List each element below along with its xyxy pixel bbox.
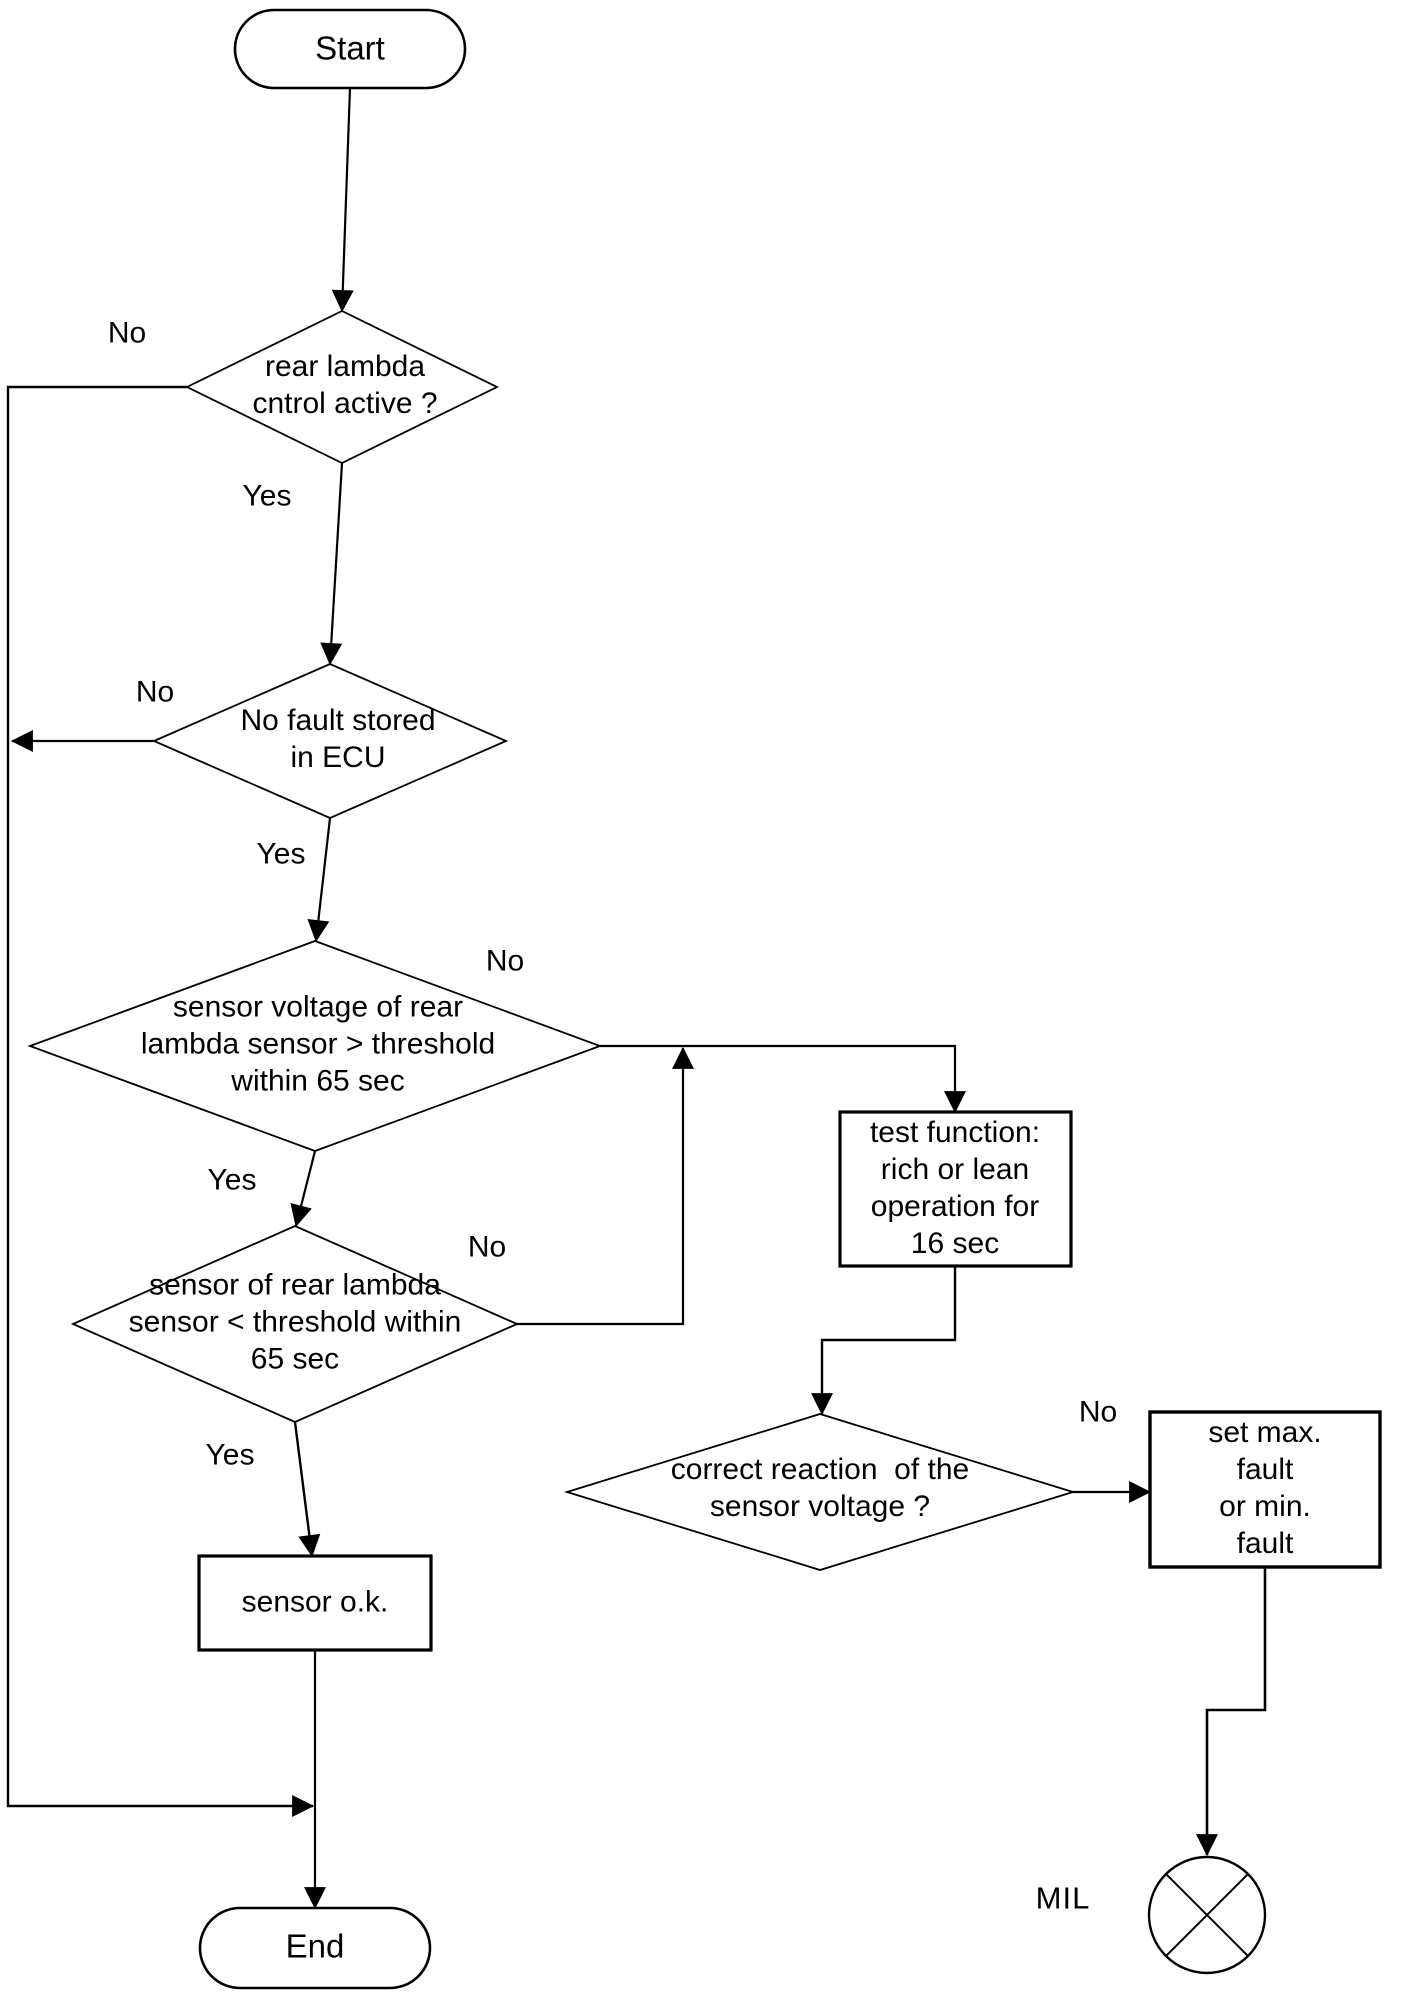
branch-label-d2-no: No: [135, 675, 175, 709]
decision-voltage-below-threshold-label: sensor of rear lambda sensor < threshold…: [128, 1268, 462, 1376]
edge-set-fault-to-mil: [1196, 1567, 1267, 1857]
test-function-process-label: test function: rich or lean operation fo…: [869, 1116, 1041, 1260]
set-fault-process-shape: [1148, 1410, 1382, 1569]
decision-voltage-above-threshold-label: sensor voltage of rear lambda sensor > t…: [140, 990, 496, 1098]
edge-start-to-d1: [331, 87, 354, 313]
branch-label-d1-yes: Yes: [242, 479, 292, 513]
decision-voltage-below-threshold-shape: [70, 1225, 520, 1423]
test-function-process-shape: [838, 1110, 1073, 1268]
decision-voltage-above-threshold-shape: [27, 940, 603, 1152]
decision-correct-reaction-shape: [563, 1413, 1077, 1571]
decision-no-fault-stored-shape: [151, 663, 509, 819]
mil-lamp-label: MIL: [1035, 1880, 1091, 1916]
decision-correct-reaction-label: correct reaction of the sensor voltage ?: [670, 1453, 970, 1523]
set-fault-process-label: set max. fault or min. fault: [1208, 1416, 1322, 1560]
edge-test-function-to-d5: [811, 1266, 957, 1416]
mil-lamp-cross-line-2: [1165, 1873, 1249, 1957]
branch-label-d2-yes: Yes: [256, 837, 306, 871]
sensor-ok-process-label: sensor o.k.: [241, 1585, 389, 1619]
branch-label-d3-no: No: [485, 944, 525, 978]
start-terminator-shape: [233, 8, 467, 90]
edge-d1-yes-to-d2: [320, 462, 344, 666]
decision-rear-lambda-control-label: rear lambda cntrol active ?: [252, 350, 438, 420]
edge-d1-no-left-rail: [6, 385, 315, 1817]
branch-label-d1-no: No: [107, 316, 147, 350]
branch-label-d5-no: No: [1078, 1395, 1118, 1429]
edge-d4-yes-to-sensor-ok: [293, 1421, 321, 1558]
edge-d3-no-to-test-function: [600, 1044, 966, 1114]
edge-d4-no-return-up: [517, 1046, 694, 1326]
end-terminator-shape: [198, 1906, 432, 1990]
edge-d3-yes-to-d4: [290, 1150, 317, 1228]
branch-label-d3-yes: Yes: [207, 1163, 257, 1197]
start-node-label: Start: [315, 29, 385, 67]
end-node-label: End: [285, 1927, 345, 1965]
branch-label-d4-yes: Yes: [205, 1438, 255, 1472]
branch-label-d4-no: No: [467, 1230, 507, 1264]
sensor-ok-process-shape: [197, 1554, 433, 1652]
decision-no-fault-stored-label: No fault stored in ECU: [240, 704, 436, 774]
decision-rear-lambda-control-shape: [184, 309, 500, 465]
edge-d2-yes-to-d3: [307, 817, 332, 943]
